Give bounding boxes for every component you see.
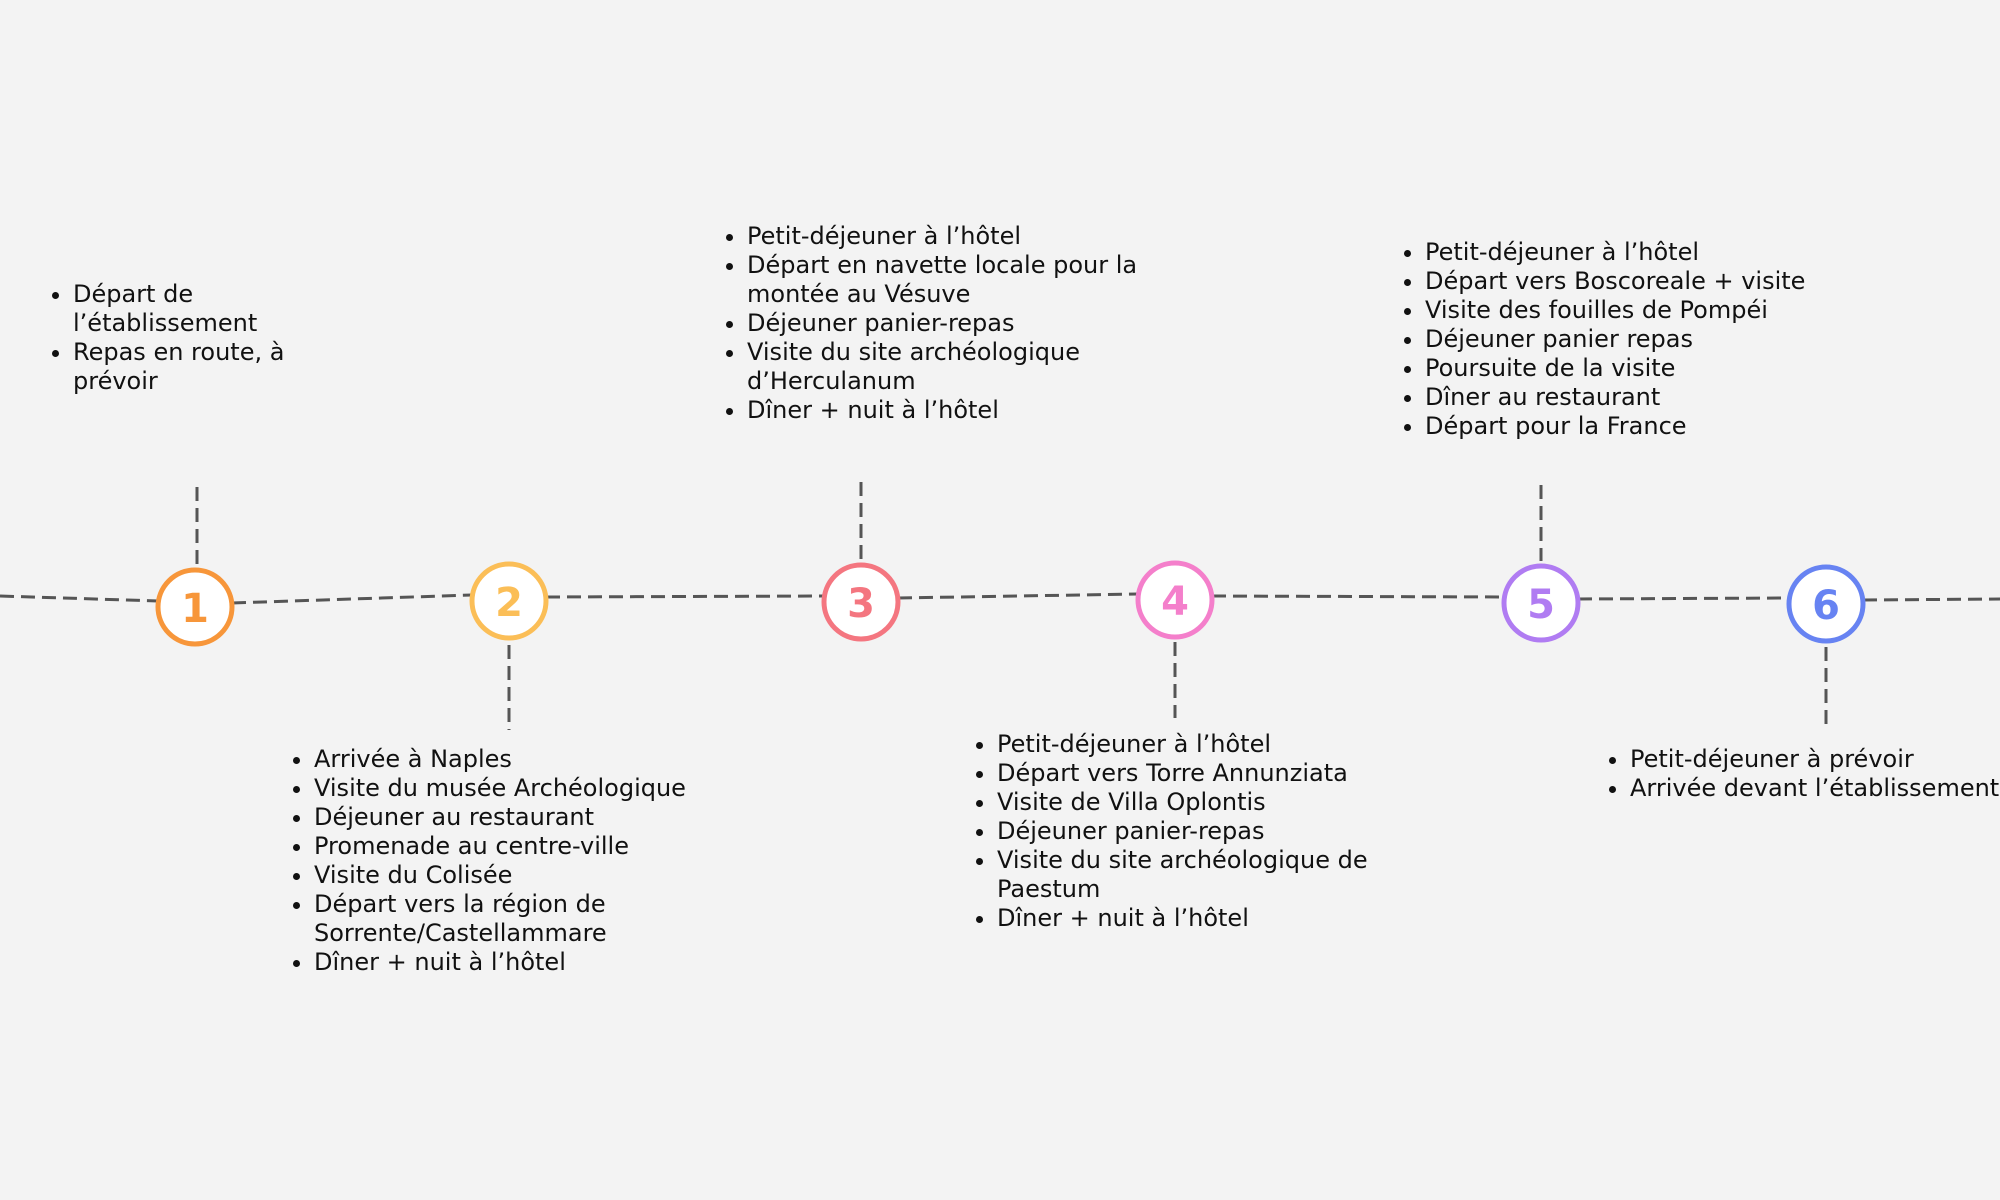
step-5-item: Départ vers Boscoreale + visite — [1425, 267, 1865, 296]
step-2-item: Déjeuner au restaurant — [314, 803, 754, 832]
step-4-item: Visite du site archéologique de Paestum — [997, 846, 1437, 904]
step-5-marker: 5 — [1501, 563, 1581, 643]
step-2-item: Visite du Colisée — [314, 861, 754, 890]
step-2-item: Dîner + nuit à l’hôtel — [314, 948, 754, 977]
step-4-item: Dîner + nuit à l’hôtel — [997, 904, 1437, 933]
timeline-segment — [1862, 597, 2000, 602]
step-2-marker: 2 — [469, 561, 549, 641]
step-3-item: Visite du site archéologique d’Herculanu… — [747, 338, 1177, 396]
step-2-circle — [469, 561, 549, 641]
timeline-segment — [545, 594, 825, 599]
step-3-item: Dîner + nuit à l’hôtel — [747, 396, 1177, 425]
step-5-item: Poursuite de la visite — [1425, 354, 1865, 383]
step-2-list: Arrivée à NaplesVisite du musée Archéolo… — [281, 745, 754, 977]
step-5-item: Visite des fouilles de Pompéi — [1425, 296, 1865, 325]
timeline-segment — [1211, 594, 1505, 599]
timeline-segment — [1577, 596, 1790, 601]
step-2-item: Arrivée à Naples — [314, 745, 754, 774]
step-6-item: Petit-déjeuner à prévoir — [1630, 745, 2000, 774]
step-3-list: Petit-déjeuner à l’hôtelDépart en navett… — [714, 222, 1177, 425]
connector-lines — [0, 482, 2000, 730]
step-5-circle — [1501, 563, 1581, 643]
step-4-item: Départ vers Torre Annunziata — [997, 759, 1437, 788]
step-4-circle — [1135, 560, 1215, 640]
step-5-list: Petit-déjeuner à l’hôtelDépart vers Bosc… — [1392, 238, 1865, 441]
step-1-list: Départ de l’établissementRepas en route,… — [40, 280, 373, 396]
step-2-number: 2 — [495, 580, 523, 626]
step-4-number: 4 — [1161, 579, 1189, 625]
step-4-item: Visite de Villa Oplontis — [997, 788, 1437, 817]
step-3-item: Petit-déjeuner à l’hôtel — [747, 222, 1177, 251]
step-6-number: 6 — [1812, 583, 1840, 629]
step-markers: 1 2 3 4 5 6 — [155, 560, 1866, 647]
step-3-item: Déjeuner panier-repas — [747, 309, 1177, 338]
step-5-item: Petit-déjeuner à l’hôtel — [1425, 238, 1865, 267]
step-3-number: 3 — [847, 581, 875, 627]
step-6-circle — [1786, 564, 1866, 644]
step-1-marker: 1 — [155, 567, 235, 647]
step-2-item: Visite du musée Archéologique — [314, 774, 754, 803]
step-5-item: Dîner au restaurant — [1425, 383, 1865, 412]
step-6-marker: 6 — [1786, 564, 1866, 644]
step-6-list: Petit-déjeuner à prévoirArrivée devant l… — [1597, 745, 2000, 803]
step-4-item: Petit-déjeuner à l’hôtel — [997, 730, 1437, 759]
timeline-segment — [897, 592, 1139, 600]
step-1-item: Repas en route, à prévoir — [73, 338, 373, 396]
step-5-item: Départ pour la France — [1425, 412, 1865, 441]
step-3-circle — [821, 562, 901, 642]
timeline-segment — [0, 594, 159, 603]
step-6-item: Arrivée devant l’établissement — [1630, 774, 2000, 803]
step-2-item: Promenade au centre-ville — [314, 832, 754, 861]
step-3-marker: 3 — [821, 562, 901, 642]
step-4-item: Déjeuner panier-repas — [997, 817, 1437, 846]
step-2-item: Départ vers la région de Sorrente/Castel… — [314, 890, 754, 948]
step-1-item: Départ de l’établissement — [73, 280, 373, 338]
step-4-marker: 4 — [1135, 560, 1215, 640]
step-5-item: Déjeuner panier repas — [1425, 325, 1865, 354]
step-3-item: Départ en navette locale pour la montée … — [747, 251, 1177, 309]
step-1-number: 1 — [181, 586, 209, 632]
step-1-circle — [155, 567, 235, 647]
step-4-list: Petit-déjeuner à l’hôtelDépart vers Torr… — [964, 730, 1437, 933]
timeline-segment — [231, 593, 473, 605]
step-5-number: 5 — [1527, 582, 1555, 628]
